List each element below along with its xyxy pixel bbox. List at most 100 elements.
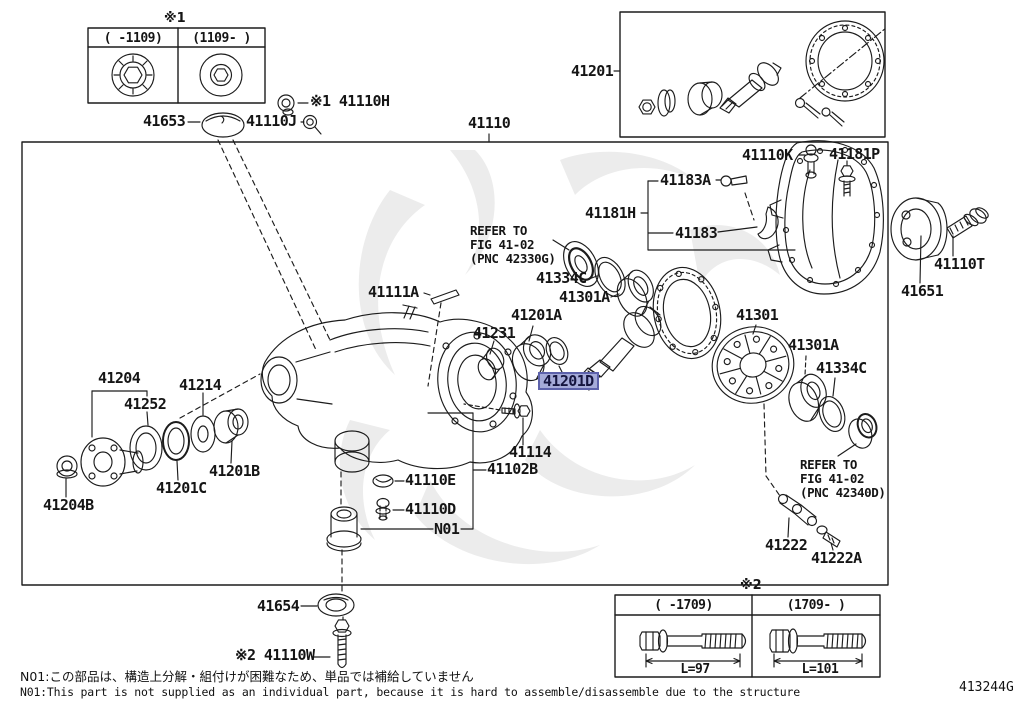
lock-41222-drawing xyxy=(777,493,818,538)
plug-41110D-drawing xyxy=(375,497,405,521)
washer-41214-drawing xyxy=(190,415,216,453)
part-label-41183[interactable]: 41183 xyxy=(675,224,718,242)
leader-41301A-upper xyxy=(610,293,620,298)
part-label-41201d-selected[interactable]: 41201D xyxy=(538,372,599,390)
part-label-41110w[interactable]: ※2 41110W xyxy=(235,646,315,664)
part-label-41252[interactable]: 41252 xyxy=(124,395,167,413)
part-label-41301a-right[interactable]: 41301A xyxy=(788,336,839,354)
pin-41111A-drawing xyxy=(423,289,460,305)
bolt-late-length: L=101 xyxy=(801,662,839,677)
part-label-41334c-right[interactable]: 41334C xyxy=(816,359,867,377)
ring-41334C-right-drawing xyxy=(818,396,846,432)
washer-41110J-drawing xyxy=(300,114,322,135)
part-label-41204[interactable]: 41204 xyxy=(98,369,141,387)
leader-ref2 xyxy=(837,443,857,457)
part-label-41111a[interactable]: 41111A xyxy=(368,283,419,301)
inset1-marker: ※1 xyxy=(164,11,186,26)
part-label-41222a[interactable]: 41222A xyxy=(811,549,862,567)
breather-cap-41653-drawing xyxy=(187,112,245,138)
part-label-n01[interactable]: N01 xyxy=(434,520,460,538)
pinion-kit-41201-drawing xyxy=(613,20,887,127)
inset-bottom-right-box xyxy=(614,594,881,678)
inset1-col2-header: (1109- ) xyxy=(192,31,251,46)
part-label-41110k[interactable]: 41110K xyxy=(742,146,793,164)
bearing-41201A-drawing xyxy=(511,334,552,382)
bearing-42340D-drawing xyxy=(848,413,878,449)
bolt-41222A-drawing xyxy=(816,525,841,551)
leader-41201A xyxy=(528,325,534,342)
footnote-japanese: N01:この部品は、構造上分解・組付けが困難なため、単品では補給していません xyxy=(20,669,474,684)
gasket-41110E-drawing xyxy=(372,474,405,488)
bearing-41201B-drawing xyxy=(213,408,249,444)
dashed-41111A xyxy=(427,302,442,387)
drain-plug-late-drawing xyxy=(199,53,243,97)
part-label-41651[interactable]: 41651 xyxy=(901,282,944,300)
dashed-cap-to-carrier xyxy=(217,139,332,351)
part-label-41114[interactable]: 41114 xyxy=(509,443,552,461)
part-label-41301a-upper[interactable]: 41301A xyxy=(559,288,610,306)
inset1-col1-header: ( -1109) xyxy=(103,31,163,46)
leader-41201D xyxy=(558,365,563,373)
part-label-41110h[interactable]: ※1 41110H xyxy=(310,92,390,110)
dashed-vertical-chain xyxy=(340,471,344,621)
refer-note-right-line3: (PNC 42340D) xyxy=(800,485,886,500)
leaders-left-group xyxy=(91,390,233,481)
part-label-41222[interactable]: 41222 xyxy=(765,536,808,554)
nut-41204B-drawing xyxy=(56,455,78,498)
refer-note-left-line2: FIG 41-02 xyxy=(470,237,535,252)
part-label-41110d[interactable]: 41110D xyxy=(405,500,456,518)
bolt-41110W-drawing xyxy=(311,619,352,669)
rear-cover-41181-drawing xyxy=(767,140,884,295)
part-label-41110t[interactable]: 41110T xyxy=(934,255,985,273)
part-label-41181h[interactable]: 41181H xyxy=(585,204,636,222)
refer-note-left-line1: REFER TO xyxy=(470,223,528,238)
diff-case-41301-drawing xyxy=(711,326,795,404)
damper-41651-drawing xyxy=(890,197,948,284)
part-label-41214[interactable]: 41214 xyxy=(179,376,222,394)
leader-41301A-right xyxy=(804,355,807,376)
carrier-41110-drawing xyxy=(260,304,533,473)
part-label-41653[interactable]: 41653 xyxy=(143,112,186,130)
part-label-41334c-upper[interactable]: 41334C xyxy=(536,269,587,287)
part-label-41201a[interactable]: 41201A xyxy=(511,306,562,324)
drawing-number: 413244G xyxy=(959,680,1014,695)
part-label-41231[interactable]: 41231 xyxy=(473,324,516,342)
part-label-41654[interactable]: 41654 xyxy=(257,597,300,615)
plug-41110H-drawing xyxy=(277,94,309,116)
part-label-41110e[interactable]: 41110E xyxy=(405,471,456,489)
leader-41334C-right xyxy=(832,377,836,397)
leader-41334C-upper xyxy=(588,275,598,280)
part-label-41183a[interactable]: 41183A xyxy=(660,171,711,189)
part-label-41102b[interactable]: 41102B xyxy=(487,460,538,478)
bolt-41181P-drawing xyxy=(838,160,856,197)
part-label-41301[interactable]: 41301 xyxy=(736,306,779,324)
leader-ref1 xyxy=(552,239,570,251)
inset2-col1-header: ( -1709) xyxy=(654,598,713,613)
part-label-41181p[interactable]: 41181P xyxy=(829,145,880,163)
bolt-late-drawing xyxy=(769,628,867,668)
main-diagram-box xyxy=(21,141,889,586)
deflector-41252-drawing xyxy=(129,425,163,471)
part-label-41201[interactable]: 41201 xyxy=(571,62,614,80)
part-label-41110j[interactable]: 41110J xyxy=(246,112,297,130)
bushing-N01-drawing xyxy=(326,506,434,552)
refer-note-left-line3: (PNC 42330G) xyxy=(470,251,556,266)
part-label-41204b[interactable]: 41204B xyxy=(43,496,94,514)
drain-plug-early-drawing xyxy=(111,53,155,97)
bracket-41102B-lines xyxy=(427,412,487,530)
inset2-marker: ※2 xyxy=(740,578,762,593)
part-label-41201b[interactable]: 41201B xyxy=(209,462,260,480)
bolt-41110T-drawing xyxy=(946,207,989,257)
footnote-english: N01:This part is not supplied as an indi… xyxy=(20,685,800,699)
refer-note-right-line2: FIG 41-02 xyxy=(800,471,865,486)
ring-gear-drawing xyxy=(652,266,722,360)
bolt-early-length: L=97 xyxy=(680,662,710,677)
part-label-41110[interactable]: 41110 xyxy=(468,114,511,132)
part-label-41201c[interactable]: 41201C xyxy=(156,479,207,497)
inset-top-right-box xyxy=(619,11,886,138)
refer-note-right-line1: REFER TO xyxy=(800,457,858,472)
breather-41110K-drawing xyxy=(798,144,819,179)
bolt-early-drawing xyxy=(639,629,747,668)
